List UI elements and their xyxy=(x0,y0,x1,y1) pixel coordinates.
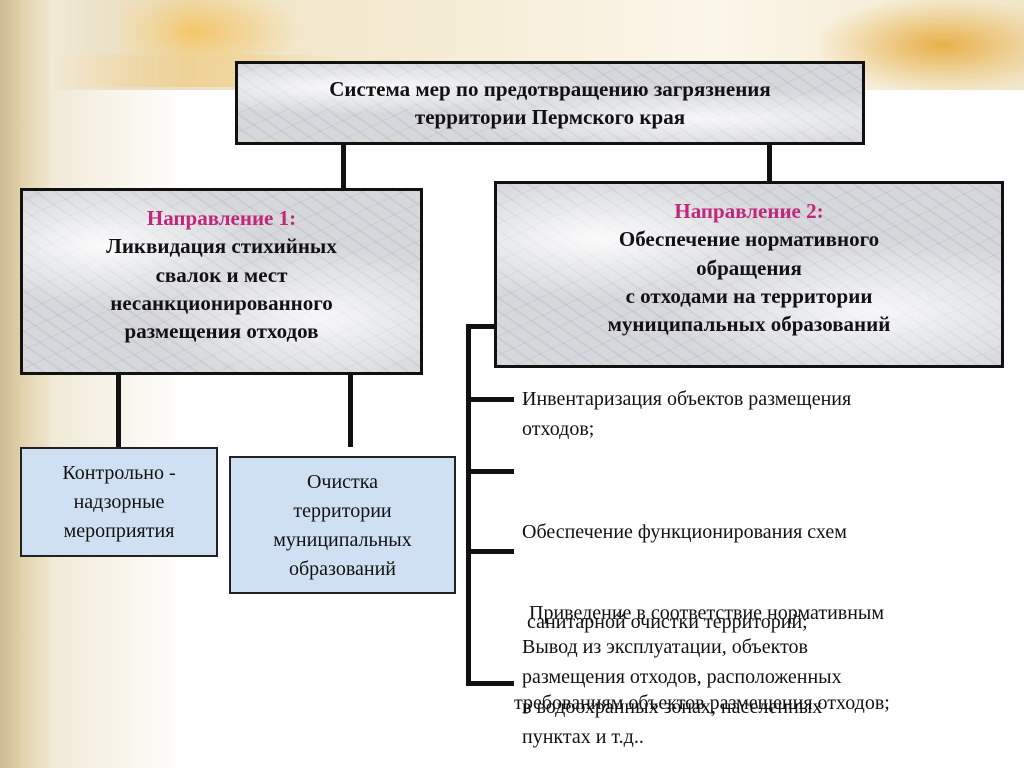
direction-1-line: размещения отходов xyxy=(124,319,319,344)
direction-2-heading: Направление 2: xyxy=(674,199,824,223)
measure-line: Обеспечение функционирования схем xyxy=(522,521,847,543)
measure-line: Инвентаризация объектов размещения xyxy=(522,388,852,410)
measure-line: отходов; xyxy=(522,418,595,440)
measure-line: санитарной очистки территорий; xyxy=(522,611,808,633)
direction-1-line: свалок и мест xyxy=(155,262,288,287)
direction-2-box: Направление 2: Обеспечение нормативного … xyxy=(494,181,1004,368)
control-measures-line: мероприятия xyxy=(63,520,175,542)
control-measures-line: надзорные xyxy=(73,491,165,513)
control-measures-line: Контрольно - xyxy=(62,462,176,484)
connector-title-to-dir1 xyxy=(341,145,346,188)
territory-cleaning-line: территории xyxy=(293,500,392,522)
title-box: Система мер по предотвращению загрязнени… xyxy=(235,61,865,145)
direction-2-line: обращения xyxy=(696,255,802,280)
connector-dir2-vertical xyxy=(466,324,471,686)
connector-measure-3 xyxy=(466,549,514,554)
territory-cleaning-line: Очистка xyxy=(306,471,379,493)
direction-2-line: Обеспечение нормативного xyxy=(618,227,880,252)
connector-dir2-horizontal xyxy=(466,324,496,329)
measure-line: в водоохранных зонах, населенных xyxy=(522,696,823,718)
direction-2-line: муниципальных образований xyxy=(607,312,891,337)
direction-1-line: Ликвидация стихийных xyxy=(106,234,337,259)
measure-item-1: Инвентаризация объектов размещения отход… xyxy=(522,384,851,444)
direction-1-heading: Направление 1: xyxy=(146,206,297,230)
direction-1-box: Направление 1: Ликвидация стихийных свал… xyxy=(20,188,423,375)
connector-measure-2 xyxy=(466,469,514,474)
territory-cleaning-line: образований xyxy=(288,558,396,580)
background-left-strip xyxy=(0,0,50,768)
measure-line: требованиям объектов размещения отходов; xyxy=(514,692,890,714)
measure-item-2: Обеспечение функционирования схем санита… xyxy=(522,457,847,667)
territory-cleaning-line: муниципальных xyxy=(273,529,412,551)
measure-line: размещения отходов, расположенных xyxy=(522,666,842,688)
direction-2-line: с отходами на территории xyxy=(625,284,873,309)
connector-dir1-to-cleaning xyxy=(348,375,353,447)
connector-title-to-dir2 xyxy=(767,145,772,181)
measure-item-3: Приведение в соответствие нормативным тр… xyxy=(514,538,890,748)
measure-line: пунктах и т.д.. xyxy=(522,726,644,748)
connector-dir1-to-control xyxy=(116,375,121,447)
direction-1-line: несанкционированного xyxy=(110,291,333,316)
title-line-1: Система мер по предотвращению загрязнени… xyxy=(329,77,771,101)
measure-line: Приведение в соответствие нормативным xyxy=(514,602,885,624)
connector-measure-1 xyxy=(466,397,514,402)
connector-measure-4 xyxy=(466,681,514,686)
measure-item-4: Вывод из эксплуатации, объектов размещен… xyxy=(522,632,842,752)
territory-cleaning-box: Очистка территории муниципальных образов… xyxy=(229,456,456,594)
title-line-2: территории Пермского края xyxy=(414,105,686,130)
measure-line: Вывод из эксплуатации, объектов xyxy=(522,636,808,658)
control-measures-box: Контрольно - надзорные мероприятия xyxy=(20,447,218,557)
